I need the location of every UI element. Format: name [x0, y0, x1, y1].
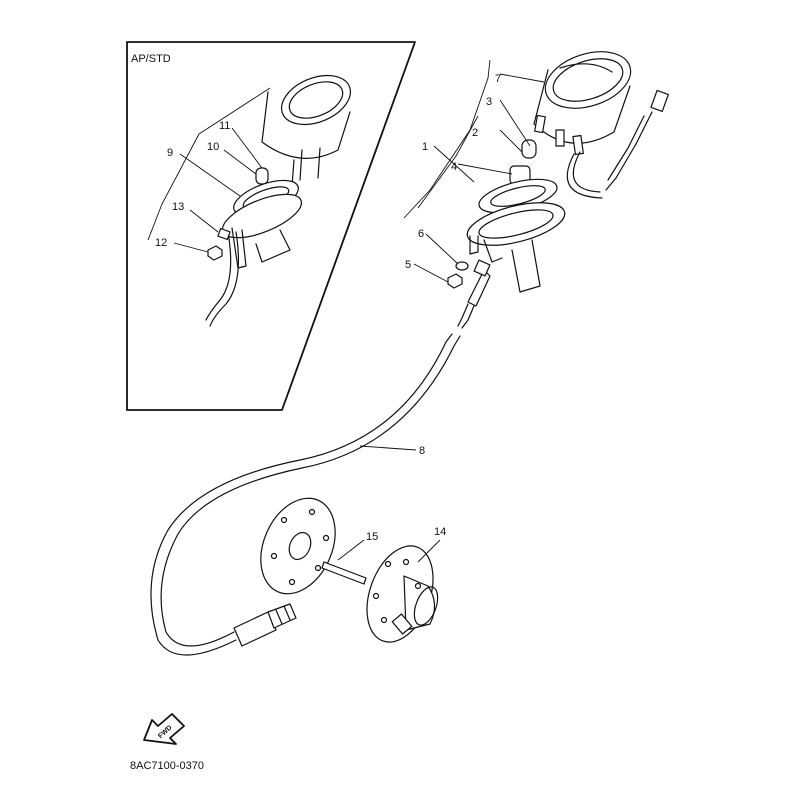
callout-7: 7	[495, 73, 501, 85]
diagram-code: 8AC7100-0370	[130, 760, 204, 772]
washer-6	[455, 261, 469, 271]
inset-meter	[261, 74, 351, 187]
inset-label: AP/STD	[131, 53, 171, 65]
callout-14: 14	[434, 526, 446, 538]
cable-fitting	[457, 259, 491, 329]
reset-knob	[566, 89, 669, 199]
meter-bracket	[466, 202, 566, 293]
callout-5: 5	[405, 259, 411, 271]
gear-shaft: 15	[321, 531, 378, 585]
callout-12: 12	[155, 237, 167, 249]
meter-damper	[478, 178, 558, 214]
callout-2: 2	[472, 127, 478, 139]
callout-11: 11	[219, 120, 230, 132]
callout-13: 13	[172, 201, 184, 213]
callout-4: 4	[451, 161, 457, 173]
inset-nut-12	[207, 245, 223, 261]
gear-unit: 14	[366, 526, 446, 643]
callout-15: 15	[366, 531, 378, 543]
gear-plate	[260, 497, 336, 595]
inset-washer-13	[217, 227, 231, 241]
callout-8: 8	[419, 445, 425, 457]
fwd-arrow-icon: FWD	[143, 713, 185, 745]
speedometer-meter	[533, 51, 632, 156]
callout-10: 10	[207, 141, 219, 153]
callout-9: 9	[167, 147, 173, 159]
speedometer-cable: 8	[150, 333, 461, 656]
speedometer-assembly: 7 3 2 1 4 6 5	[403, 51, 669, 329]
callout-6: 6	[418, 228, 424, 240]
callout-3: 3	[486, 96, 492, 108]
callout-1: 1	[422, 141, 428, 153]
nut-5	[447, 273, 463, 289]
inset-panel: AP/STD	[126, 41, 416, 411]
